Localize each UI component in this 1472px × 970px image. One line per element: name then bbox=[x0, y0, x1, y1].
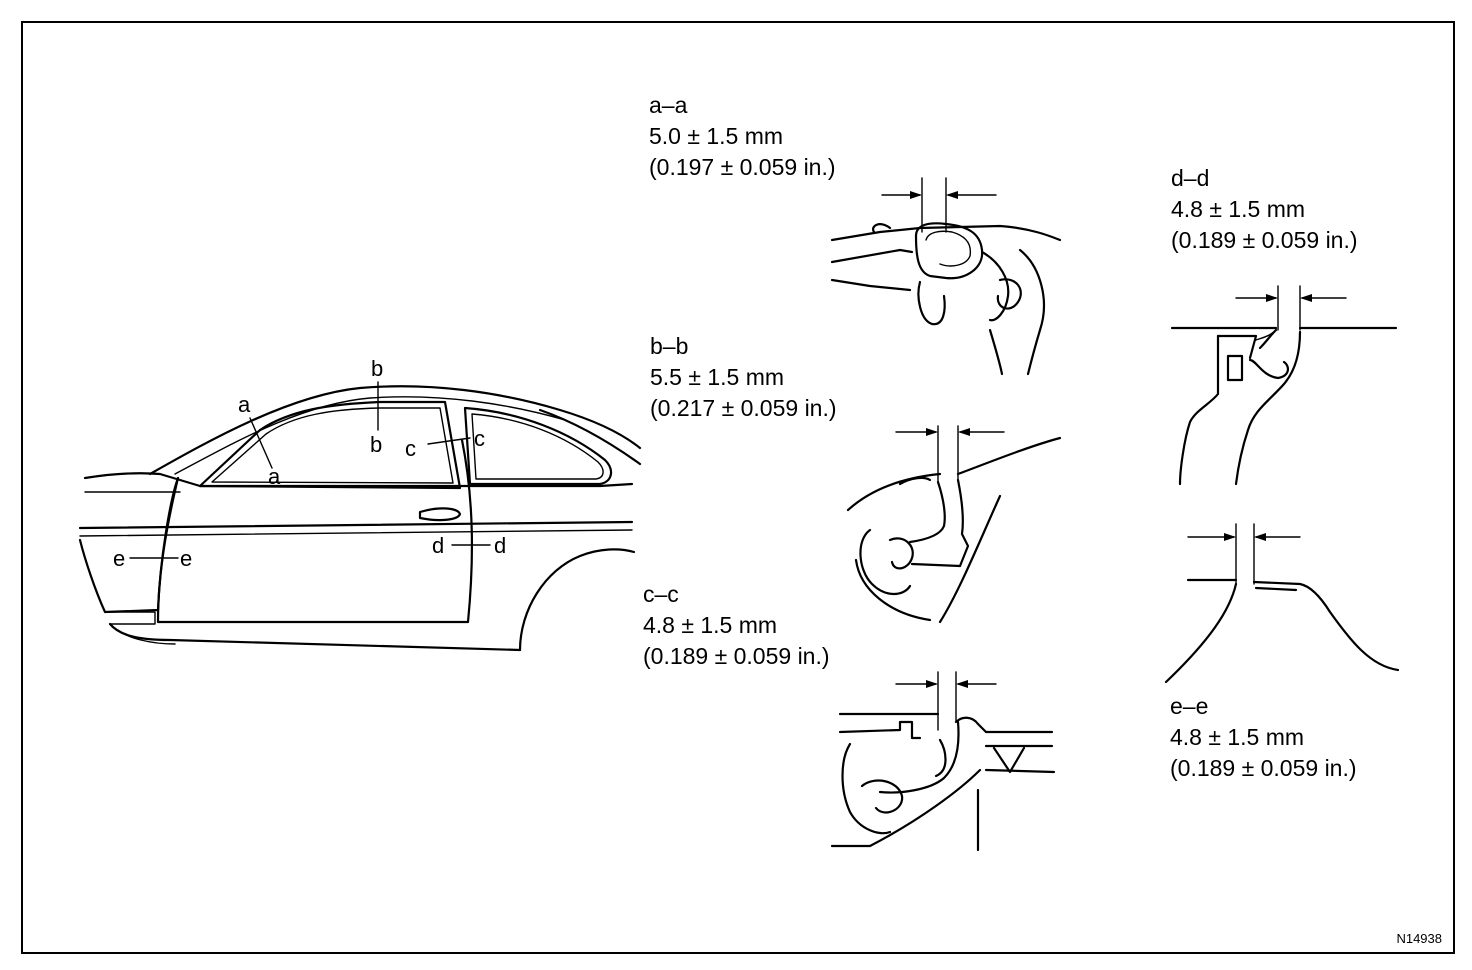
car-label-c-right: c bbox=[474, 426, 485, 451]
section-ee-spec: e–e 4.8 ± 1.5 mm (0.189 ± 0.059 in.) bbox=[1170, 691, 1357, 784]
rear-wheel-arch bbox=[518, 548, 636, 652]
cut-line-a bbox=[249, 417, 273, 469]
section-dd-mm: 4.8 ± 1.5 mm bbox=[1171, 196, 1306, 222]
car-label-e-left: e bbox=[113, 546, 126, 571]
door-window-glass bbox=[211, 407, 454, 484]
section-cc-inch: (0.189 ± 0.059 in.) bbox=[643, 643, 830, 669]
door-handle bbox=[418, 507, 462, 522]
rear-quarter-window bbox=[463, 406, 613, 486]
section-bb-spec: b–b 5.5 ± 1.5 mm (0.217 ± 0.059 in.) bbox=[650, 331, 837, 424]
section-aa-inch: (0.197 ± 0.059 in.) bbox=[649, 154, 836, 180]
front-fender bbox=[78, 476, 180, 614]
car-roof-rail bbox=[174, 396, 566, 475]
car-label-a-top: a bbox=[238, 392, 251, 417]
section-dd-spec: d–d 4.8 ± 1.5 mm (0.189 ± 0.059 in.) bbox=[1171, 163, 1358, 256]
section-bb-drawing bbox=[846, 425, 1062, 624]
section-cc-mm: 4.8 ± 1.5 mm bbox=[643, 612, 778, 638]
side-character-line-2 bbox=[79, 529, 633, 537]
car-label-a-bottom: a bbox=[268, 464, 281, 489]
section-bb-inch: (0.217 ± 0.059 in.) bbox=[650, 395, 837, 421]
car-side-view bbox=[78, 381, 642, 652]
rear-quarter-window-inner bbox=[471, 413, 604, 480]
car-label-c-left: c bbox=[405, 436, 416, 461]
side-character-line bbox=[78, 520, 634, 530]
rocker-panel-2 bbox=[117, 629, 176, 645]
hood-line bbox=[83, 472, 202, 488]
section-ee-drawing bbox=[1164, 523, 1400, 684]
section-dd-drawing bbox=[1170, 285, 1398, 486]
car-label-b-bottom: b bbox=[370, 432, 383, 457]
cut-line-c bbox=[427, 437, 471, 445]
rear-roof-trim bbox=[538, 408, 642, 466]
section-cc-title: c–c bbox=[643, 581, 679, 607]
section-bb-title: b–b bbox=[650, 333, 689, 359]
door-outline bbox=[156, 438, 474, 624]
car-label-b-top: b bbox=[371, 356, 384, 381]
section-cc-spec: c–c 4.8 ± 1.5 mm (0.189 ± 0.059 in.) bbox=[643, 579, 830, 672]
door-window-frame bbox=[198, 400, 462, 490]
car-label-d-left: d bbox=[432, 533, 445, 558]
section-dd-title: d–d bbox=[1171, 165, 1210, 191]
section-bb-mm: 5.5 ± 1.5 mm bbox=[650, 364, 785, 390]
section-ee-mm: 4.8 ± 1.5 mm bbox=[1170, 724, 1305, 750]
beltline bbox=[198, 482, 634, 488]
section-ee-inch: (0.189 ± 0.059 in.) bbox=[1170, 755, 1357, 781]
rocker-front bbox=[104, 611, 156, 625]
section-cc-drawing bbox=[830, 671, 1056, 852]
car-label-d-right: d bbox=[494, 533, 507, 558]
diagram-frame bbox=[21, 21, 1455, 954]
section-aa-title: a–a bbox=[649, 92, 688, 118]
section-dd-inch: (0.189 ± 0.059 in.) bbox=[1171, 227, 1358, 253]
car-roof-line bbox=[148, 385, 642, 476]
figure-code: N14938 bbox=[1396, 931, 1442, 946]
rocker-panel bbox=[108, 622, 522, 652]
section-aa-spec: a–a 5.0 ± 1.5 mm (0.197 ± 0.059 in.) bbox=[649, 90, 836, 183]
section-ee-title: e–e bbox=[1170, 693, 1209, 719]
section-aa-drawing bbox=[830, 177, 1062, 376]
section-aa-mm: 5.0 ± 1.5 mm bbox=[649, 123, 784, 149]
car-label-e-right: e bbox=[180, 546, 193, 571]
